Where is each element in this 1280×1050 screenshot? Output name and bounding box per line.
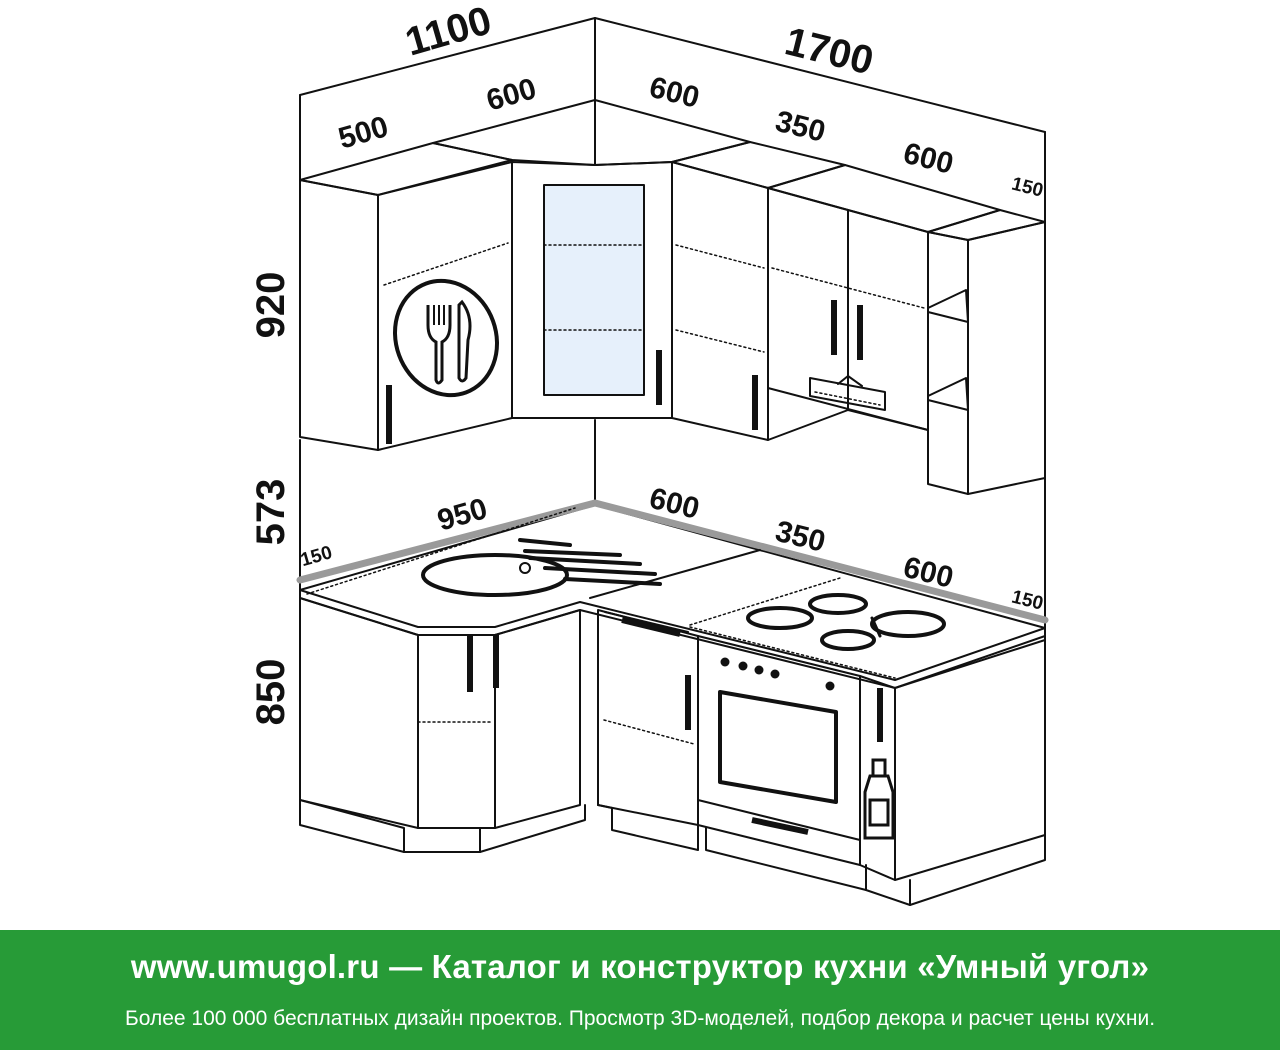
footer-subtitle: Более 100 000 бесплатных дизайн проектов… xyxy=(124,1007,1156,1030)
upper-cabinet-corner xyxy=(432,99,751,419)
base-cabinet-right xyxy=(859,639,1046,906)
sink xyxy=(421,538,662,597)
upper-open-shelf xyxy=(927,209,1046,495)
hob xyxy=(746,593,946,651)
dim-top-left-total: 1100 xyxy=(401,0,497,65)
upper-cabinet-hood xyxy=(767,164,1001,441)
dim-upper-350: 350 xyxy=(772,105,829,149)
kitchen-diagram: 1100 1700 500 600 600 350 600 150 920 57… xyxy=(249,0,1049,906)
cooker-hood xyxy=(809,377,886,411)
dim-upper-500: 500 xyxy=(335,110,392,156)
kitchen-drawing-svg: 1100 1700 500 600 600 350 600 150 920 57… xyxy=(249,0,1049,906)
dim-base-600-right: 600 xyxy=(900,551,957,595)
dim-upper-600-left: 600 xyxy=(483,72,540,118)
dim-upper-150: 150 xyxy=(1009,174,1045,202)
base-cabinet-left xyxy=(299,597,586,853)
oven-door xyxy=(718,690,838,804)
footer-title: www.umugol.ru — Каталог и конструктор ку… xyxy=(130,948,1150,985)
base-cabinet-dishwasher xyxy=(597,609,699,851)
dim-top-right-total: 1700 xyxy=(781,19,878,83)
dim-height-920: 920 xyxy=(249,272,293,339)
wall-outline xyxy=(299,17,1046,641)
oven-knobs xyxy=(720,657,835,691)
footer-banner: www.umugol.ru — Каталог и конструктор ку… xyxy=(0,930,1280,1050)
dim-upper-600-right: 600 xyxy=(646,71,703,115)
handles xyxy=(386,300,883,835)
dim-height-850: 850 xyxy=(249,659,293,726)
upper-cabinet-right-1 xyxy=(671,141,846,441)
glass-door xyxy=(543,184,645,396)
fork-knife-icon xyxy=(392,278,500,398)
countertop xyxy=(296,499,1049,689)
dim-upper-600-far: 600 xyxy=(900,137,957,181)
dim-height-573: 573 xyxy=(249,479,293,546)
dim-base-150-left: 150 xyxy=(298,542,334,571)
bottle-icon xyxy=(863,758,895,840)
